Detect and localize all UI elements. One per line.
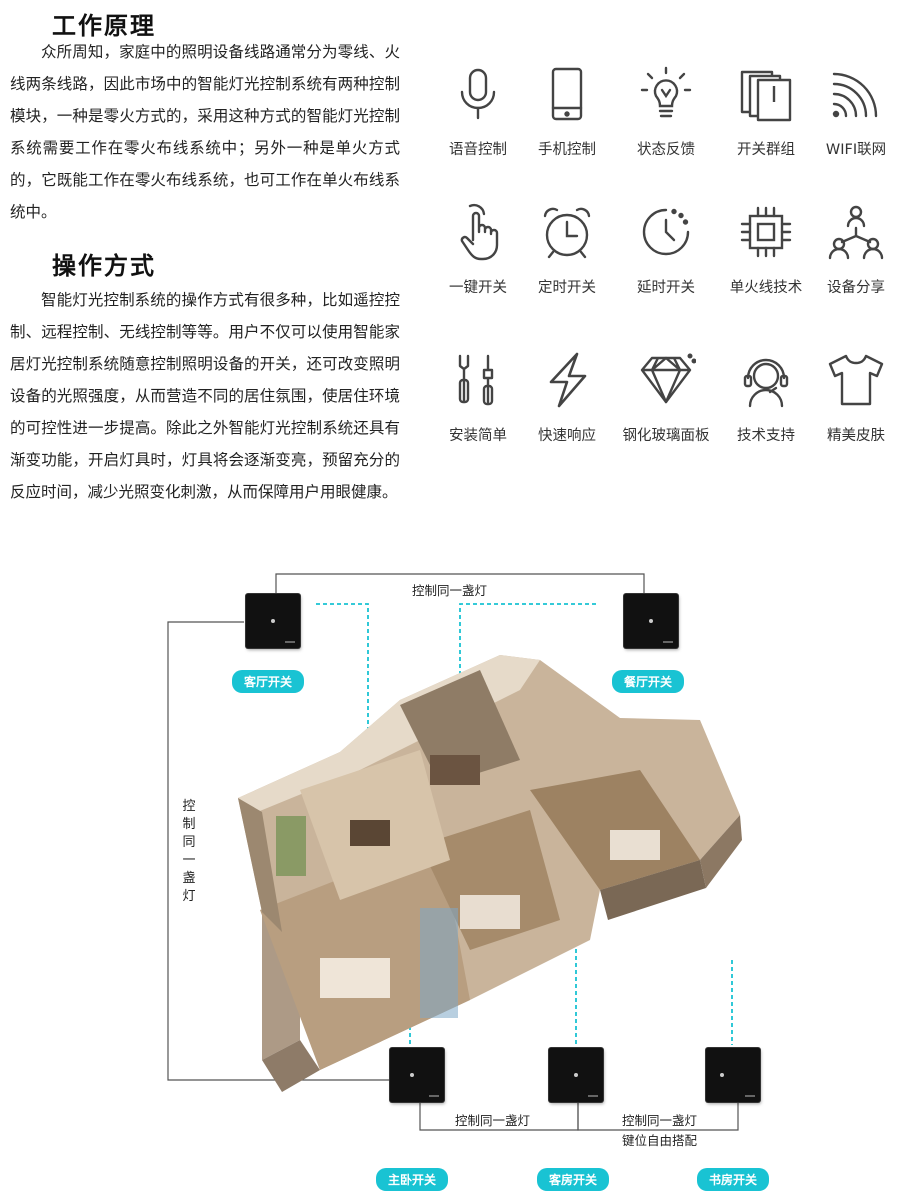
switch-logo-mark xyxy=(663,641,673,643)
operation-mode-text: 智能灯光控制系统的操作方式有很多种，比如遥控控制、远程控制、无线控制等等。用户不… xyxy=(10,291,400,501)
phone-icon xyxy=(551,67,583,121)
living-room-switch-badge: 客厅开关 xyxy=(232,670,305,693)
switch-logo-mark xyxy=(285,641,295,643)
feature-label: 定时开关 xyxy=(538,280,596,296)
switch-group-icon xyxy=(740,70,792,122)
guest-room-switch[interactable] xyxy=(549,1048,603,1102)
paragraph-operation-mode: 智能灯光控制系统的操作方式有很多种，比如遥控控制、远程控制、无线控制等等。用户不… xyxy=(10,284,400,508)
free-key-combination-label: 键位自由搭配 xyxy=(622,1133,698,1148)
guest-room-switch-badge: 客房开关 xyxy=(537,1168,610,1191)
feature-label: 开关群组 xyxy=(737,142,795,158)
share-people-icon xyxy=(828,205,884,260)
tshirt-icon xyxy=(828,354,884,406)
floorplan-illustration xyxy=(167,573,742,1131)
living-room-switch[interactable] xyxy=(246,594,300,648)
switch-indicator xyxy=(271,619,275,623)
feature-easy-install: 安装简单 xyxy=(428,350,528,445)
feature-label: 设备分享 xyxy=(827,280,885,296)
left-same-light-label: 控制同一盏灯 xyxy=(182,799,196,904)
feature-device-share: 设备分享 xyxy=(806,202,900,297)
wifi-icon xyxy=(832,72,878,118)
microphone-icon xyxy=(460,68,496,120)
living-link-line xyxy=(316,603,369,840)
feature-voice-control: 语音控制 xyxy=(428,64,528,159)
feature-label: 技术支持 xyxy=(737,428,795,444)
feature-label: 单火线技术 xyxy=(729,280,803,296)
feature-tempered-glass: 钢化玻璃面板 xyxy=(616,350,716,445)
floorplan-block xyxy=(238,655,742,1092)
feature-beautiful-skin: 精美皮肤 xyxy=(806,350,900,445)
tap-hand-icon xyxy=(460,203,499,261)
feature-label: 安装简单 xyxy=(449,428,507,444)
feature-label: 精美皮肤 xyxy=(827,428,885,444)
switch-indicator xyxy=(410,1073,414,1077)
feature-tech-support: 技术支持 xyxy=(716,350,816,445)
feature-label: 一键开关 xyxy=(449,280,507,296)
study-room-switch-badge: 书房开关 xyxy=(697,1168,770,1191)
switch-logo-mark xyxy=(429,1095,439,1097)
feature-label: 手机控制 xyxy=(538,142,596,158)
heading-working-principle: 工作原理 xyxy=(52,12,156,40)
feature-label: 状态反馈 xyxy=(637,142,695,158)
study-room-switch[interactable] xyxy=(706,1048,760,1102)
bottom-right-connector-line xyxy=(577,1102,739,1131)
switch-logo-mark xyxy=(588,1095,598,1097)
heading-operation-mode: 操作方式 xyxy=(52,252,156,280)
feature-single-live-wire: 单火线技术 xyxy=(716,202,816,297)
feature-switch-group: 开关群组 xyxy=(716,64,816,159)
feature-label: 快速响应 xyxy=(538,428,596,444)
floorplan-diagram: 控制同一盏灯 控制同一盏灯 客厅开关 餐厅开关 控制同一盏灯 控制同一盏灯 键位… xyxy=(0,540,900,1202)
feature-status-feedback: 状态反馈 xyxy=(616,64,716,159)
master-bedroom-switch-badge: 主卧开关 xyxy=(376,1168,449,1191)
master-bedroom-switch[interactable] xyxy=(390,1048,444,1102)
lightning-icon xyxy=(549,352,587,408)
switch-indicator xyxy=(649,619,653,623)
diamond-icon xyxy=(640,353,696,404)
feature-label: 语音控制 xyxy=(449,142,507,158)
working-principle-text: 众所周知，家庭中的照明设备线路通常分为零线、火线两条线路，因此市场中的智能灯光控… xyxy=(10,43,400,221)
bottom-right-same-light-label: 控制同一盏灯 xyxy=(622,1113,698,1128)
alarm-clock-icon xyxy=(543,207,591,259)
lightbulb-icon xyxy=(640,66,692,118)
top-same-light-label: 控制同一盏灯 xyxy=(412,583,488,598)
feature-wifi: WIFI联网 xyxy=(806,64,900,159)
feature-label: 钢化玻璃面板 xyxy=(622,428,710,444)
tools-icon xyxy=(458,354,494,406)
switch-logo-mark xyxy=(745,1095,755,1097)
feature-timer-switch: 定时开关 xyxy=(517,202,617,297)
feature-one-key-switch: 一键开关 xyxy=(428,202,528,297)
feature-fast-response: 快速响应 xyxy=(517,350,617,445)
switch-indicator xyxy=(720,1073,724,1077)
feature-label: 延时开关 xyxy=(637,280,695,296)
switch-indicator xyxy=(574,1073,578,1077)
dining-room-switch-badge: 餐厅开关 xyxy=(612,670,685,693)
feature-phone-control: 手机控制 xyxy=(517,64,617,159)
delay-clock-icon xyxy=(642,208,690,256)
feature-label: WIFI联网 xyxy=(825,142,887,158)
chip-icon xyxy=(740,206,792,258)
top-connector-line xyxy=(275,573,645,596)
bottom-left-same-light-label: 控制同一盏灯 xyxy=(455,1113,531,1128)
paragraph-working-principle: 众所周知，家庭中的照明设备线路通常分为零线、火线两条线路，因此市场中的智能灯光控… xyxy=(10,36,400,228)
support-headset-icon xyxy=(743,358,789,408)
dining-room-switch[interactable] xyxy=(624,594,678,648)
feature-delay-switch: 延时开关 xyxy=(616,202,716,297)
